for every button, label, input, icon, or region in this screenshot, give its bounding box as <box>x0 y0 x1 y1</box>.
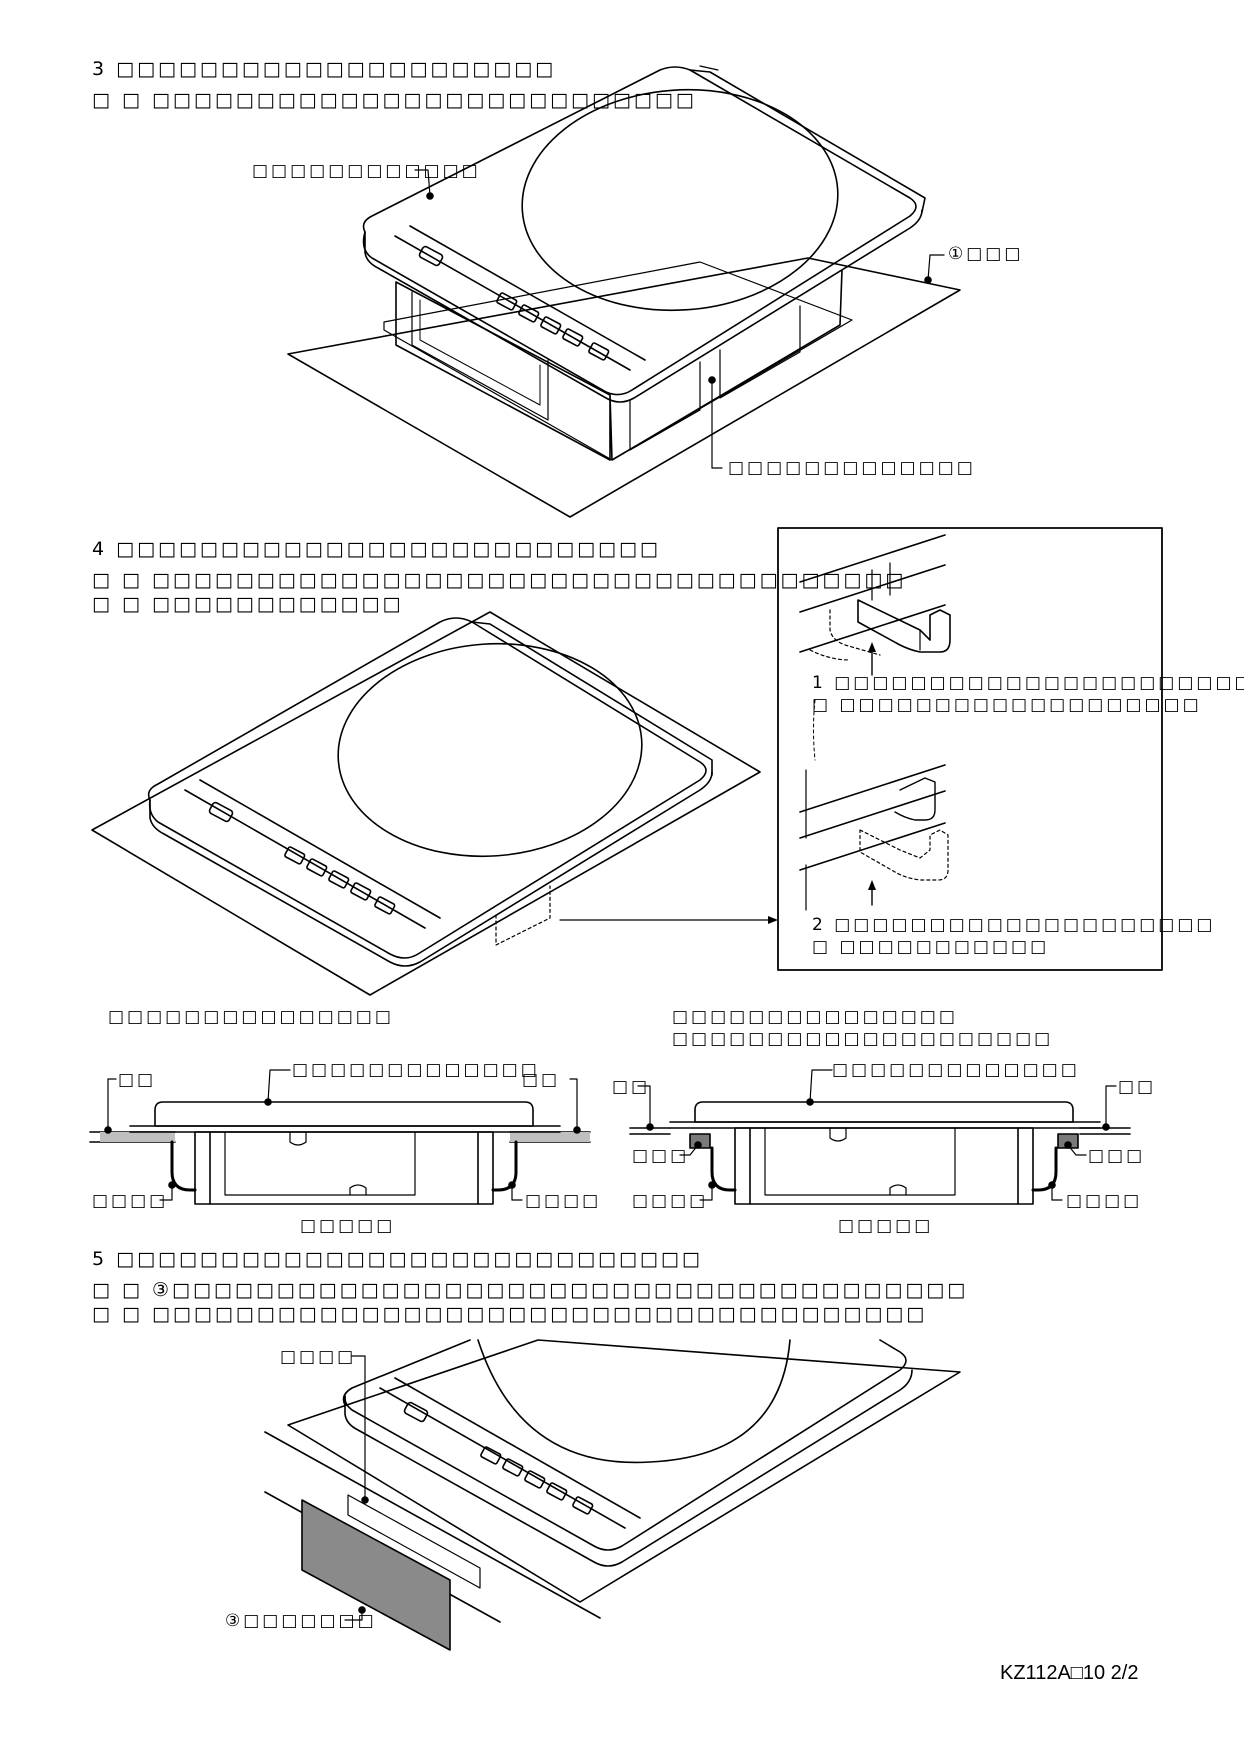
front-panel <box>301 1499 451 1651</box>
counter-opening <box>383 261 853 461</box>
section-left-side-right: □□ <box>522 1070 561 1090</box>
section-left-bracket-left: □□□□ <box>92 1191 169 1211</box>
step5-note1: □ □ ③□□□□□□□□□□□□□□□□□□□□□□□□□□□□□□□□□□□… <box>92 1279 969 1301</box>
section-left-side-left: □□ <box>118 1070 157 1090</box>
step3-label-top: □□□□□□□□□□□□ <box>252 161 481 181</box>
step5-note2: □ □ □□□□□□□□□□□□□□□□□□□□□□□□□□□□□□□□□□□□… <box>92 1303 928 1325</box>
detail-box <box>777 527 1163 971</box>
section-right-bracket-left: □□□□ <box>632 1191 709 1211</box>
section-right-caption1: □□□□□□□□□□□□□□□ <box>672 1007 958 1027</box>
cooktop-body <box>395 269 843 461</box>
section-left-bottom: □□□□□ <box>300 1216 396 1236</box>
step4-note1: □ □ □□□□□□□□□□□□□□□□□□□□□□□□□□□□□□□□□□□□ <box>92 569 907 591</box>
section-right-spacer-left: □□□ <box>632 1146 690 1166</box>
step3-title: 3 □□□□□□□□□□□□□□□□□□□□□ <box>92 58 557 80</box>
step3-note: □ □ □□□□□□□□□□□□□□□□□□□□□□□□□□ <box>92 89 697 111</box>
burner-circle <box>521 88 839 312</box>
section-right-spacer-right: □□□ <box>1088 1146 1146 1166</box>
step3-label-bottom: □□□□□□□□□□□□□ <box>728 458 976 478</box>
detail1-line1: 1 □□□□□□□□□□□□□□□□□□□□□□□ <box>812 673 1244 693</box>
step5-label-top: □□□□ <box>280 1347 357 1367</box>
counter-plate-4 <box>91 611 761 996</box>
section-left-bracket-right: □□□□ <box>525 1191 602 1211</box>
section-left-caption: □□□□□□□□□□□□□□□ <box>108 1007 394 1027</box>
counter-plate <box>287 257 961 518</box>
figure-step4-cooktop <box>91 611 778 996</box>
section-left-top-label: □□□□□□□□□□□□□ <box>292 1060 540 1080</box>
figure-step3-cooktop <box>287 65 961 518</box>
section-right-top-label: □□□□□□□□□□□□□ <box>832 1060 1080 1080</box>
section-right-bracket-right: □□□□ <box>1066 1191 1143 1211</box>
step5-title: 5 □□□□□□□□□□□□□□□□□□□□□□□□□□□□ <box>92 1248 703 1270</box>
cooktop-top <box>362 66 917 396</box>
step3-label-packing: ①□□□ <box>948 244 1024 264</box>
section-right-bottom: □□□□□ <box>838 1216 934 1236</box>
cross-section-left <box>89 1069 591 1205</box>
detail2-line2: □ □□□□□□□□□□□ <box>812 937 1050 957</box>
detail2-line1: 2 □□□□□□□□□□□□□□□□□□□□ <box>812 915 1216 935</box>
section-right-side-right: □□ <box>1118 1077 1157 1097</box>
step4-title: 4 □□□□□□□□□□□□□□□□□□□□□□□□□□ <box>92 538 661 560</box>
step5-label-panel: ③□□□□□□□ <box>225 1611 377 1631</box>
detail1-line2: □ □□□□□□□□□□□□□□□□□□□ <box>812 695 1202 715</box>
cross-section-right <box>629 1069 1131 1205</box>
section-right-side-left: □□ <box>612 1077 651 1097</box>
figure-step5-cooktop <box>264 1339 961 1651</box>
section-right-caption2: □□□□□□□□□□□□□□□□□□□□ <box>672 1029 1054 1049</box>
document-code: KZ112A□10 2/2 <box>1000 1662 1139 1684</box>
step4-note2: □ □ □□□□□□□□□□□□ <box>92 593 404 615</box>
